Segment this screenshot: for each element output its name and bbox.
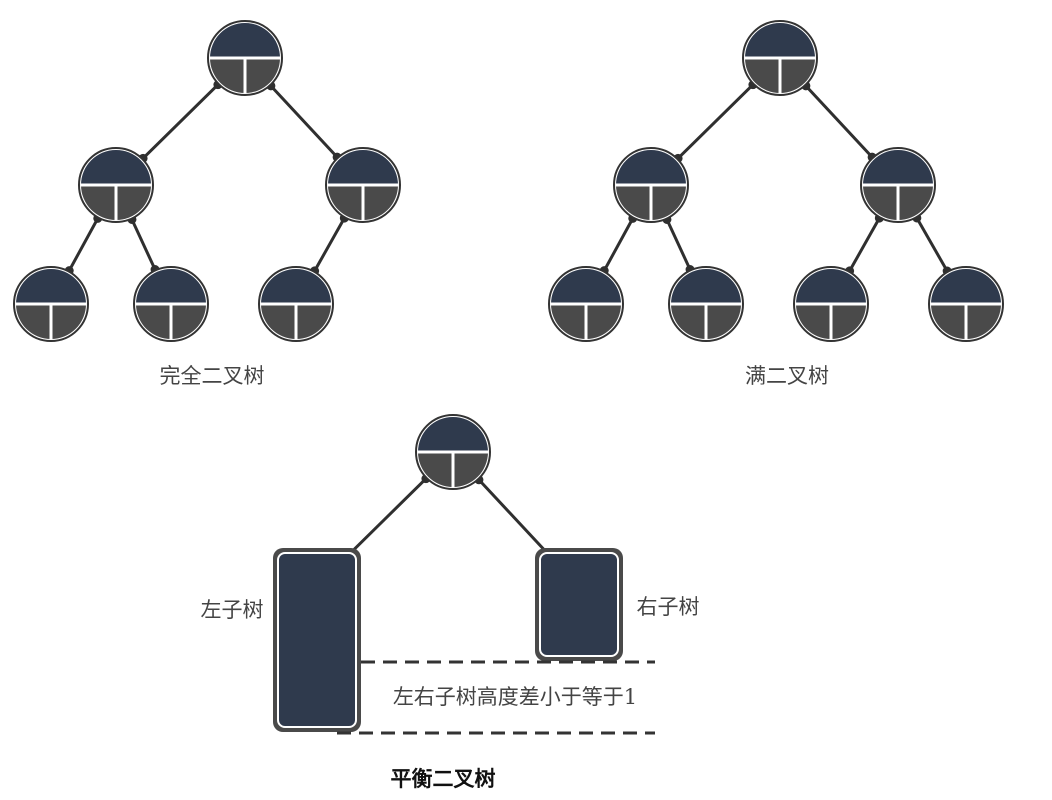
nodes-layer (13, 20, 1004, 490)
full-tree-node-r (742, 20, 818, 96)
left-subtree-label: 左子树 (201, 598, 264, 622)
full-tree-node-c (548, 266, 624, 342)
left-subtree (273, 548, 361, 732)
full-tree-edge-1 (673, 80, 758, 163)
full-tree-edge-2 (801, 81, 877, 162)
complete-tree-edge-5 (310, 213, 349, 276)
complete-tree-caption: 完全二叉树 (160, 364, 265, 388)
complete-tree-node-c (13, 266, 89, 342)
full-tree-edge-5 (845, 213, 884, 276)
full-tree-node-b (860, 147, 936, 223)
complete-tree-node-r (207, 20, 283, 96)
height-difference-note: 左右子树高度差小于等于1 (393, 685, 637, 709)
complete-tree-edge-4 (127, 214, 160, 275)
full-tree-edge-6 (912, 213, 952, 276)
complete-tree-node-e (258, 266, 334, 342)
full-tree-caption: 满二叉树 (745, 364, 829, 388)
complete-tree-edge-3 (64, 213, 103, 276)
right-subtree-label: 右子树 (637, 595, 700, 619)
balanced-tree-caption: 平衡二叉树 (391, 766, 496, 791)
complete-tree-node-d (133, 266, 209, 342)
complete-tree-node-b (325, 147, 401, 223)
complete-tree-node-a (78, 147, 154, 223)
full-tree-node-f (928, 266, 1004, 342)
right-subtree (535, 548, 623, 661)
full-tree-node-e (793, 266, 869, 342)
full-tree-edge-3 (599, 213, 638, 276)
full-tree-node-d (668, 266, 744, 342)
complete-tree-edge-2 (266, 81, 342, 162)
full-tree-node-a (613, 147, 689, 223)
balanced-tree-root-node (415, 414, 491, 490)
complete-tree-edge-1 (138, 80, 223, 163)
full-tree-edge-4 (662, 214, 695, 275)
